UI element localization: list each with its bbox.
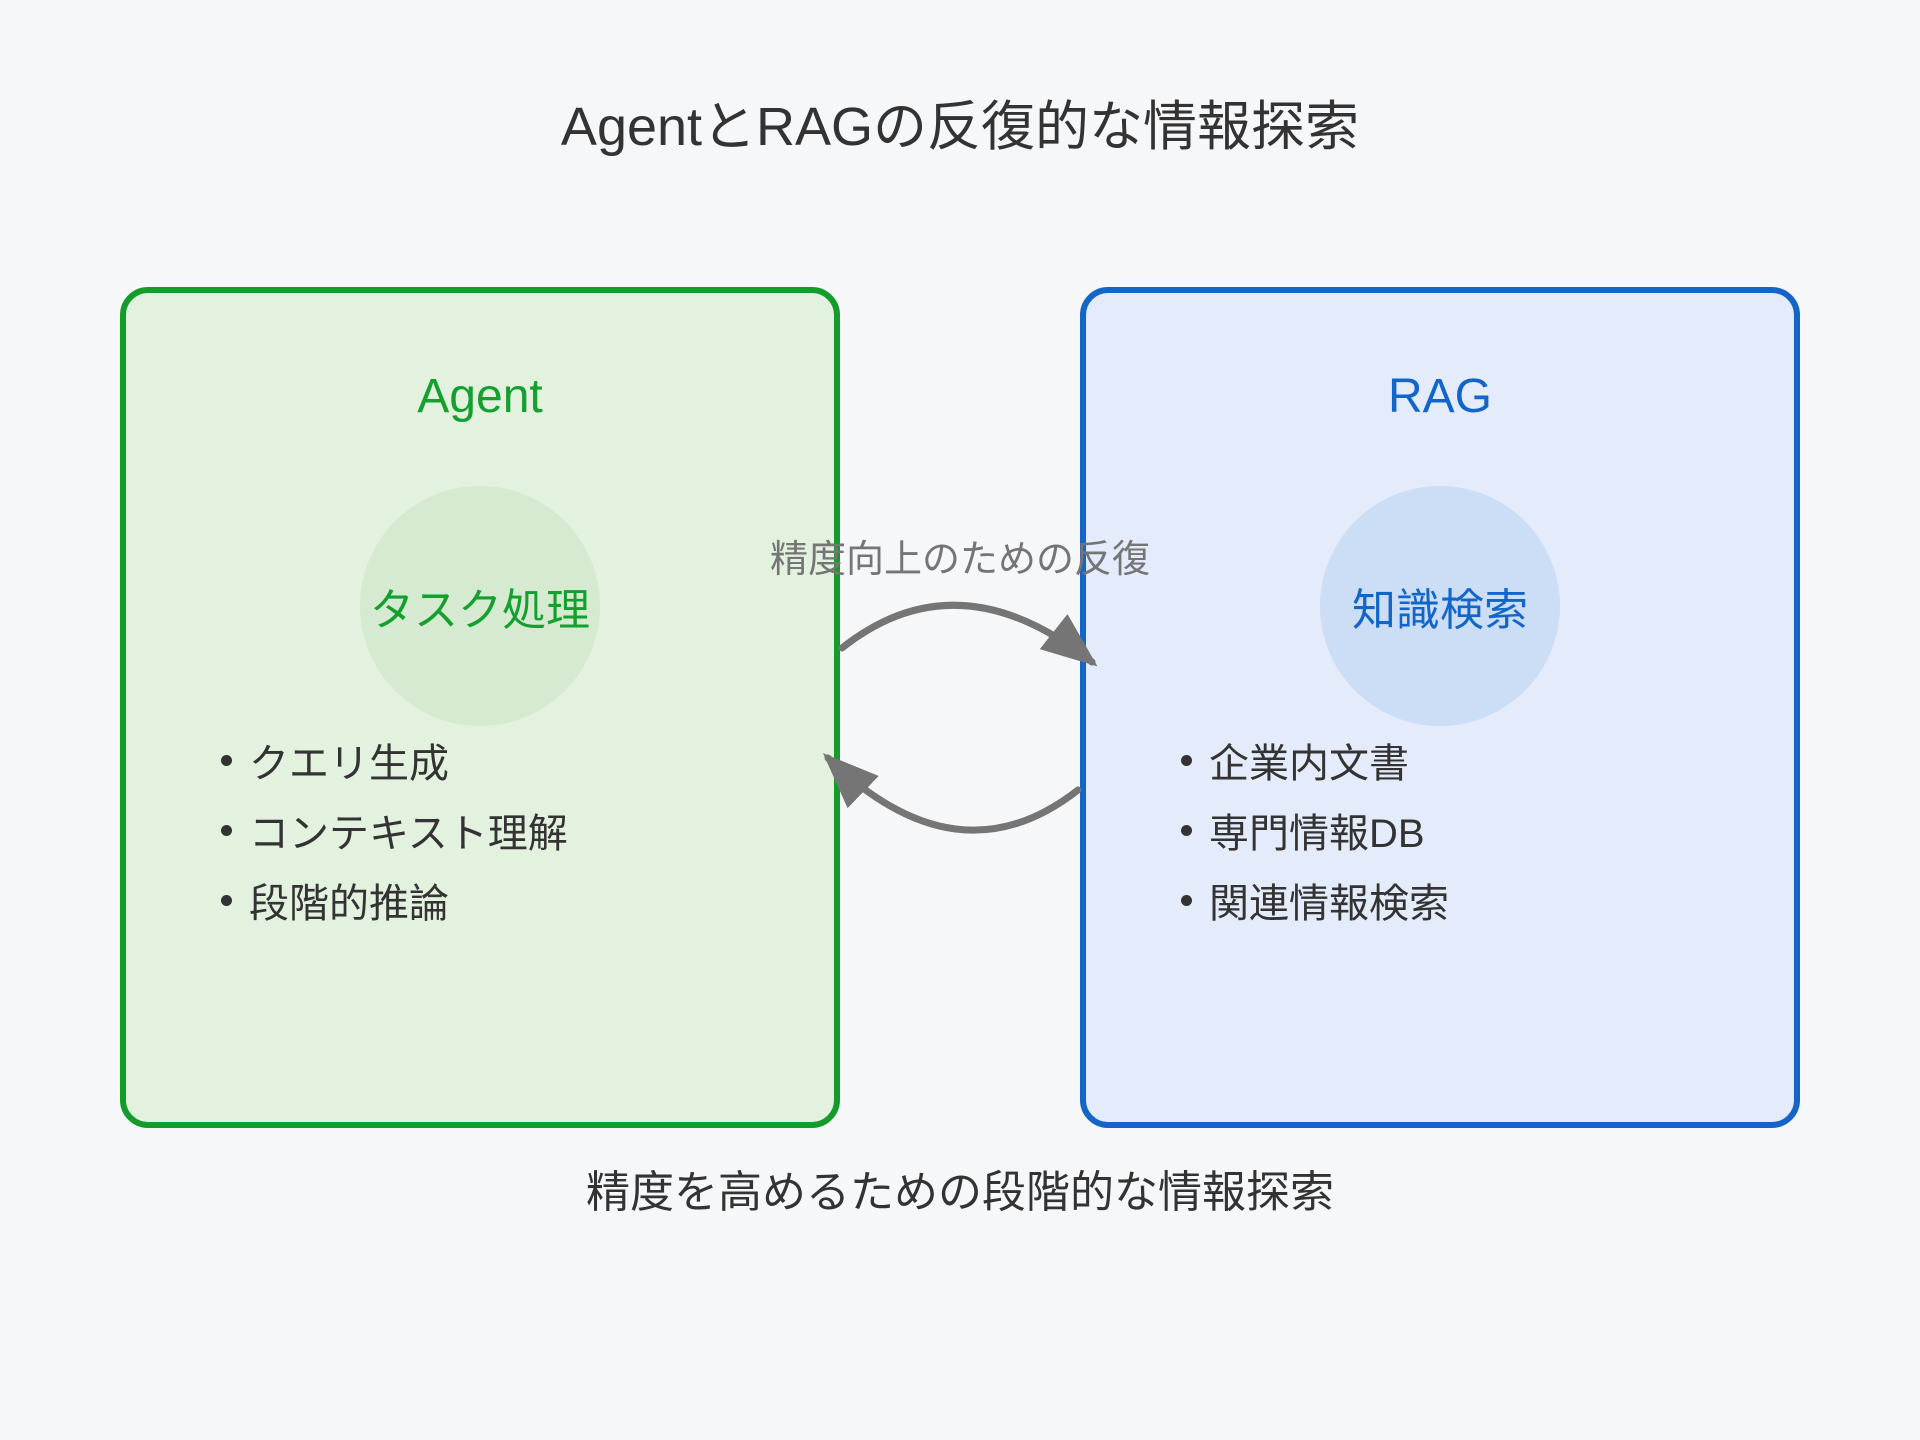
bullet-label: 段階的推論 bbox=[249, 882, 449, 926]
agent-box: Agent タスク処理 クエリ生成 コンテキスト理解 段階的推論 bbox=[120, 287, 840, 1128]
list-item: クエリ生成 bbox=[221, 737, 804, 786]
arrow-agent-to-rag-icon bbox=[838, 601, 1098, 667]
bullet-label: クエリ生成 bbox=[249, 742, 449, 786]
list-item: コンテキスト理解 bbox=[221, 807, 804, 856]
bullet-dot-icon bbox=[221, 754, 232, 766]
bullet-dot-icon bbox=[1181, 894, 1192, 906]
agent-bullet-list: クエリ生成 コンテキスト理解 段階的推論 bbox=[221, 737, 804, 947]
agent-circle-label: タスク処理 bbox=[370, 586, 590, 635]
bullet-label: 専門情報DB bbox=[1209, 812, 1425, 856]
diagram-caption: 精度を高めるための段階的な情報探索 bbox=[586, 1168, 1334, 1217]
agent-box-title: Agent bbox=[417, 370, 543, 423]
bullet-label: 関連情報検索 bbox=[1209, 882, 1449, 926]
rag-circle: 知識検索 bbox=[1320, 486, 1560, 726]
rag-box-title: RAG bbox=[1387, 370, 1492, 423]
rag-circle-label: 知識検索 bbox=[1352, 586, 1528, 635]
list-item: 関連情報検索 bbox=[1181, 877, 1764, 926]
loop-label: 精度向上のための反復 bbox=[769, 539, 1150, 581]
bullet-dot-icon bbox=[221, 824, 232, 836]
agent-circle: タスク処理 bbox=[360, 486, 600, 726]
bullet-label: コンテキスト理解 bbox=[249, 812, 568, 856]
rag-bullet-list: 企業内文書 専門情報DB 関連情報検索 bbox=[1181, 737, 1764, 947]
arrow-rag-to-agent-icon bbox=[822, 753, 1082, 834]
bullet-dot-icon bbox=[1181, 754, 1192, 766]
bullet-dot-icon bbox=[221, 894, 232, 906]
list-item: 専門情報DB bbox=[1181, 807, 1764, 856]
list-item: 段階的推論 bbox=[221, 877, 804, 926]
bullet-label: 企業内文書 bbox=[1209, 742, 1409, 786]
rag-box: RAG 知識検索 企業内文書 専門情報DB 関連情報検索 bbox=[1080, 287, 1800, 1128]
list-item: 企業内文書 bbox=[1181, 737, 1764, 786]
page-title: AgentとRAGの反復的な情報探索 bbox=[560, 97, 1360, 157]
bullet-dot-icon bbox=[1181, 824, 1192, 836]
